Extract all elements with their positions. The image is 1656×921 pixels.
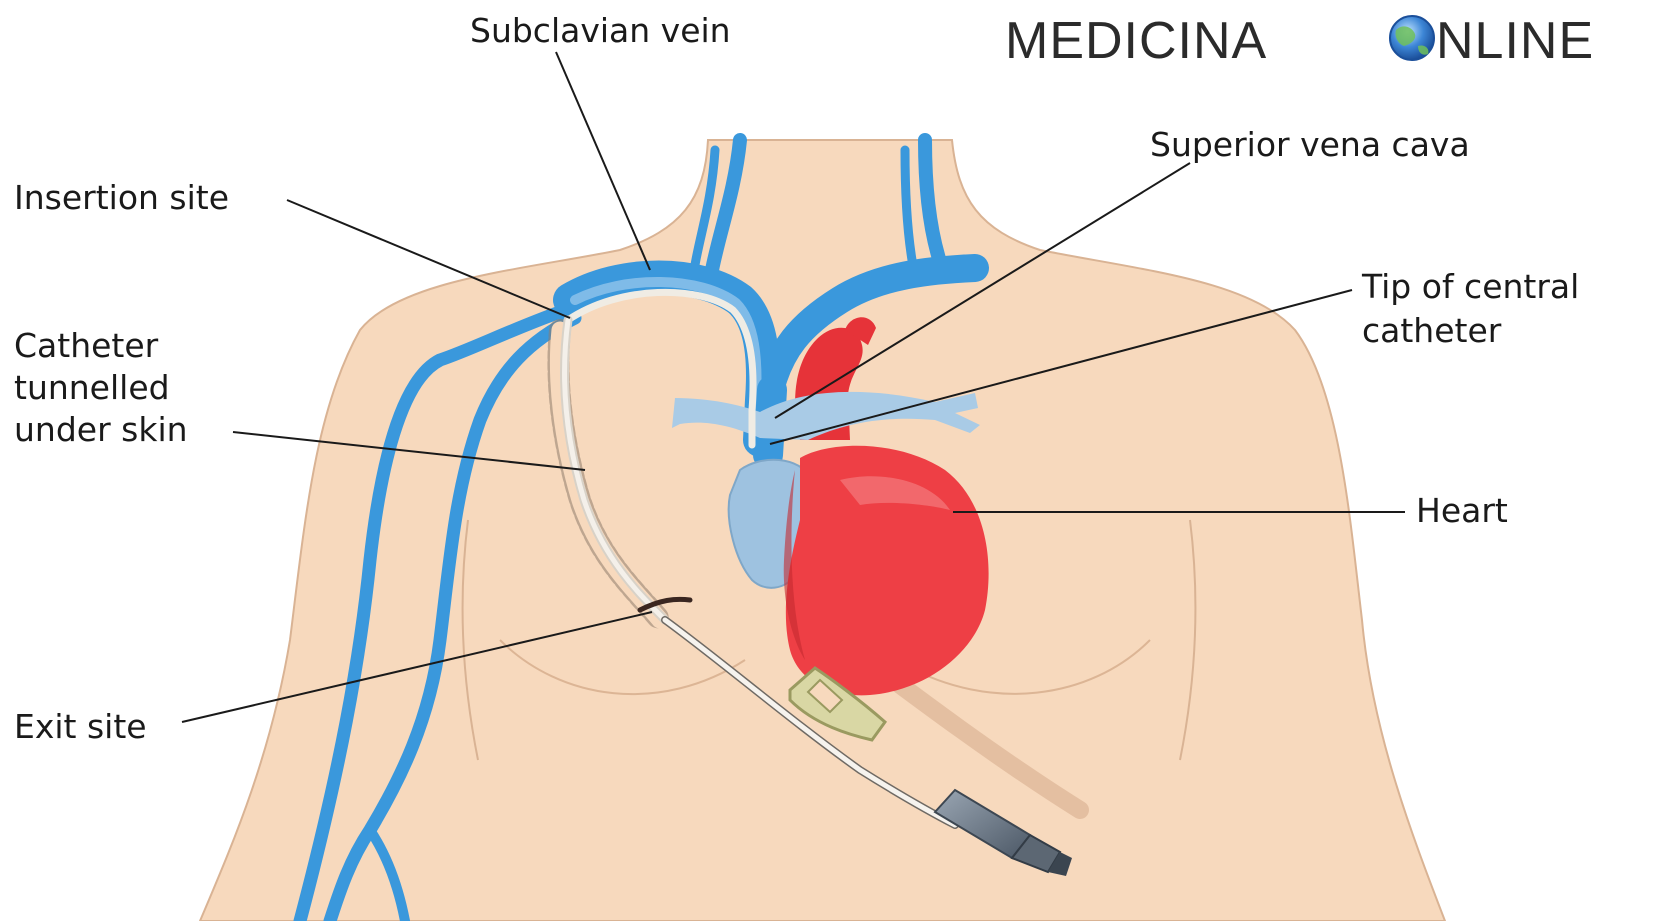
brand-text-left: MEDICINA (1005, 12, 1267, 70)
brand-text-right: NLINE (1436, 12, 1594, 70)
globe-icon (1390, 16, 1434, 60)
label-subclavian-vein: Subclavian vein (470, 11, 731, 50)
label-catheter-line1: Catheter (14, 326, 159, 365)
label-tip-line1: Tip of central (1361, 267, 1579, 306)
brand-logo: MEDICINA NLINE (1005, 12, 1594, 70)
leader-subclavian-vein (556, 52, 650, 270)
label-superior-vena-cava: Superior vena cava (1150, 125, 1470, 164)
label-catheter-line3: under skin (14, 410, 188, 449)
right-subclavian-branch (940, 265, 975, 268)
label-insertion-site: Insertion site (14, 178, 229, 217)
label-catheter-line2: tunnelled (14, 368, 170, 407)
label-exit-site: Exit site (14, 707, 147, 746)
label-heart: Heart (1416, 491, 1508, 530)
label-tip-line2: catheter (1362, 311, 1502, 350)
